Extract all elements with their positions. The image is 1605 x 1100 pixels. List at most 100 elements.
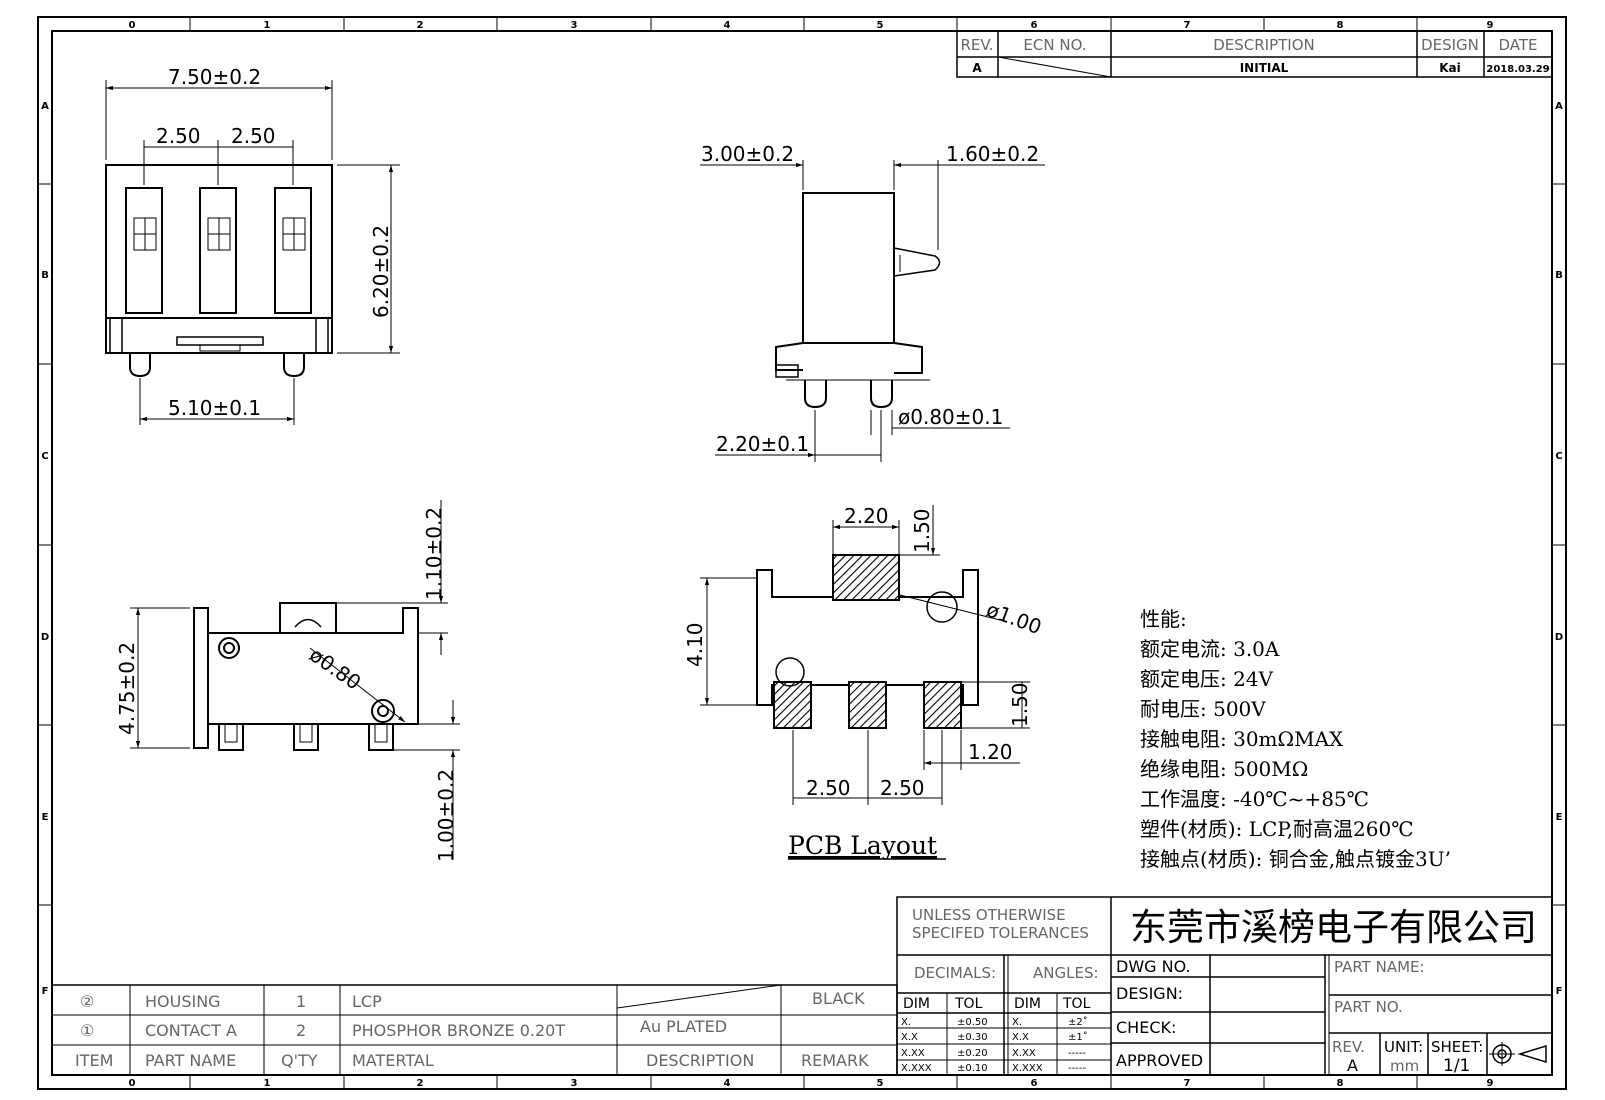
zone-col-3-bot: 3 xyxy=(571,1078,578,1089)
spec-insulation-resistance: 绝缘电阻: 500MΩ xyxy=(1140,757,1308,781)
side-view xyxy=(775,192,941,409)
part-no-label: PART NO. xyxy=(1334,998,1403,1016)
zone-col-0-top: 0 xyxy=(129,20,136,31)
zone-labels: 0 1 2 3 4 5 6 7 8 9 0 1 2 3 4 5 6 7 8 9 … xyxy=(41,20,1563,1089)
ang-dim-2: X.XX xyxy=(1012,1048,1036,1059)
bom-name-1: CONTACT A xyxy=(145,1021,237,1040)
revision-block: REV. ECN NO. DESCRIPTION DESIGN DATE A I… xyxy=(956,30,1553,78)
design-value: Kai xyxy=(1439,61,1461,75)
zone-row-d-left: D xyxy=(41,632,49,643)
front-view-dims xyxy=(105,80,400,425)
dim-pcb-pitch-2: 2.50 xyxy=(880,776,925,800)
bom-description-1: Au PLATED xyxy=(640,1017,727,1036)
projection-symbol-icon xyxy=(1489,1042,1547,1066)
date-value: 2018.03.29 xyxy=(1486,64,1549,75)
pcb-layout-label: PCB Layout xyxy=(788,831,937,860)
bottom-view-dims xyxy=(130,500,460,860)
dim-side-pin-pitch: 2.20±0.1 xyxy=(716,432,809,456)
tolerance-note-2: SPECIFED TOLERANCES xyxy=(912,924,1089,942)
zone-col-9-top: 9 xyxy=(1487,20,1494,31)
dim-pcb-pad-w: 2.20 xyxy=(844,504,889,528)
tolerance-note-1: UNLESS OTHERWISE xyxy=(912,906,1066,924)
zone-col-0-bot: 0 xyxy=(129,1078,136,1089)
tol-header-dec: TOL xyxy=(954,996,983,1012)
tol-header-ang: TOL xyxy=(1062,996,1091,1012)
spec-rated-current: 额定电流: 3.0A xyxy=(1140,637,1280,661)
zone-row-a-right: A xyxy=(1555,101,1563,112)
zone-col-6-top: 6 xyxy=(1031,20,1038,31)
zone-col-5-top: 5 xyxy=(877,20,884,31)
zone-col-1-bot: 1 xyxy=(264,1078,271,1089)
dim-front-pin-span: 5.10±0.1 xyxy=(168,396,261,420)
date-header: DATE xyxy=(1498,36,1537,54)
ang-tol-1: ±1˚ xyxy=(1068,1031,1088,1043)
dim-bottom-top: 1.10±0.2 xyxy=(422,507,446,600)
pcb-layout-dim-labels: 2.20 1.50 4.10 ø1.00 1.50 1.20 2.50 2.50 xyxy=(683,504,1045,800)
bottom-view-dim-labels: 1.10±0.2 4.75±0.2 ø0.80 1.00±0.2 xyxy=(115,507,458,862)
zone-col-2-bot: 2 xyxy=(417,1078,424,1089)
design-header: DESIGN xyxy=(1421,36,1479,54)
zone-row-d-right: D xyxy=(1555,632,1563,643)
zone-row-c-left: C xyxy=(41,451,48,462)
spec-operating-temperature: 工作温度: -40℃~+85℃ xyxy=(1140,787,1369,811)
dim-pcb-pad-h-top: 1.50 xyxy=(910,508,934,553)
dim-pcb-hole: ø1.00 xyxy=(983,597,1045,639)
part-name-label: PART NAME: xyxy=(1334,958,1425,976)
bom-qty-2: 1 xyxy=(296,992,306,1011)
bom-header-description: DESCRIPTION xyxy=(646,1051,754,1070)
bom-qty-1: 2 xyxy=(296,1021,306,1040)
dim-pcb-pitch-1: 2.50 xyxy=(806,776,851,800)
spec-contact-resistance: 接触电阻: 30mΩMAX xyxy=(1140,727,1344,751)
dim-header-dec: DIM xyxy=(903,996,930,1012)
dim-pcb-height: 4.10 xyxy=(683,622,707,667)
dim-front-width: 7.50±0.2 xyxy=(168,65,261,89)
zone-col-3-top: 3 xyxy=(571,20,578,31)
front-view-dim-labels: 7.50±0.2 2.50 2.50 6.20±0.2 5.10±0.1 xyxy=(156,65,393,420)
spec-housing-material: 塑件(材质): LCP,耐高温260℃ xyxy=(1140,817,1414,841)
ang-tol-3: ----- xyxy=(1068,1063,1086,1074)
bottom-view xyxy=(193,602,419,751)
dec-tol-0: ±0.50 xyxy=(957,1017,988,1028)
title-block-text: UNLESS OTHERWISE SPECIFED TOLERANCES 东莞市… xyxy=(901,906,1537,1076)
pcb-layout xyxy=(756,554,979,729)
dec-tol-3: ±0.10 xyxy=(957,1063,988,1074)
ang-tol-0: ±2˚ xyxy=(1068,1016,1088,1028)
unit-value: mm xyxy=(1390,1057,1419,1075)
zone-col-9-bot: 9 xyxy=(1487,1078,1494,1089)
zone-col-1-top: 1 xyxy=(264,20,271,31)
zone-col-5-bot: 5 xyxy=(877,1078,884,1089)
zone-col-8-bot: 8 xyxy=(1337,1078,1344,1089)
bom-item-1: ① xyxy=(80,1021,94,1040)
rev-value-tb: A xyxy=(1347,1056,1358,1075)
bom-material-1: PHOSPHOR BRONZE 0.20T xyxy=(352,1021,565,1040)
pcb-layout-dims xyxy=(700,505,1030,805)
bom-header-qty: Q'TY xyxy=(281,1051,318,1070)
dec-dim-0: X. xyxy=(901,1017,911,1028)
zone-col-8-top: 8 xyxy=(1337,20,1344,31)
bom-item-2: ② xyxy=(80,992,94,1011)
description-value: INITIAL xyxy=(1240,61,1289,75)
decimals-label: DECIMALS: xyxy=(914,964,996,982)
ang-dim-0: X. xyxy=(1012,1017,1022,1028)
dim-bottom-hole: ø0.80 xyxy=(305,642,365,694)
spec-title: 性能: xyxy=(1140,607,1187,631)
zone-row-b-left: B xyxy=(41,270,49,281)
dim-front-pitch-2: 2.50 xyxy=(231,124,276,148)
bom-name-2: HOUSING xyxy=(145,992,221,1011)
side-view-dim-labels: 3.00±0.2 1.60±0.2 ø0.80±0.1 2.20±0.1 xyxy=(701,142,1039,456)
rev-header: REV. xyxy=(961,36,994,54)
zone-row-a-left: A xyxy=(41,101,49,112)
bom-header-material: MATERTAL xyxy=(352,1051,434,1070)
sheet-label: SHEET: xyxy=(1431,1038,1483,1056)
dim-pcb-pad-w-small: 1.20 xyxy=(968,740,1013,764)
dim-side-pin-dia: ø0.80±0.1 xyxy=(898,405,1003,429)
ang-dim-3: X.XXX xyxy=(1012,1063,1043,1074)
bom-header-remark: REMARK xyxy=(801,1051,869,1070)
design-label: DESIGN: xyxy=(1116,984,1183,1003)
description-header: DESCRIPTION xyxy=(1213,36,1315,54)
zone-col-4-top: 4 xyxy=(724,20,731,31)
zone-row-b-right: B xyxy=(1555,270,1563,281)
ecn-header: ECN NO. xyxy=(1023,36,1086,54)
zone-row-f-right: F xyxy=(1556,986,1563,997)
